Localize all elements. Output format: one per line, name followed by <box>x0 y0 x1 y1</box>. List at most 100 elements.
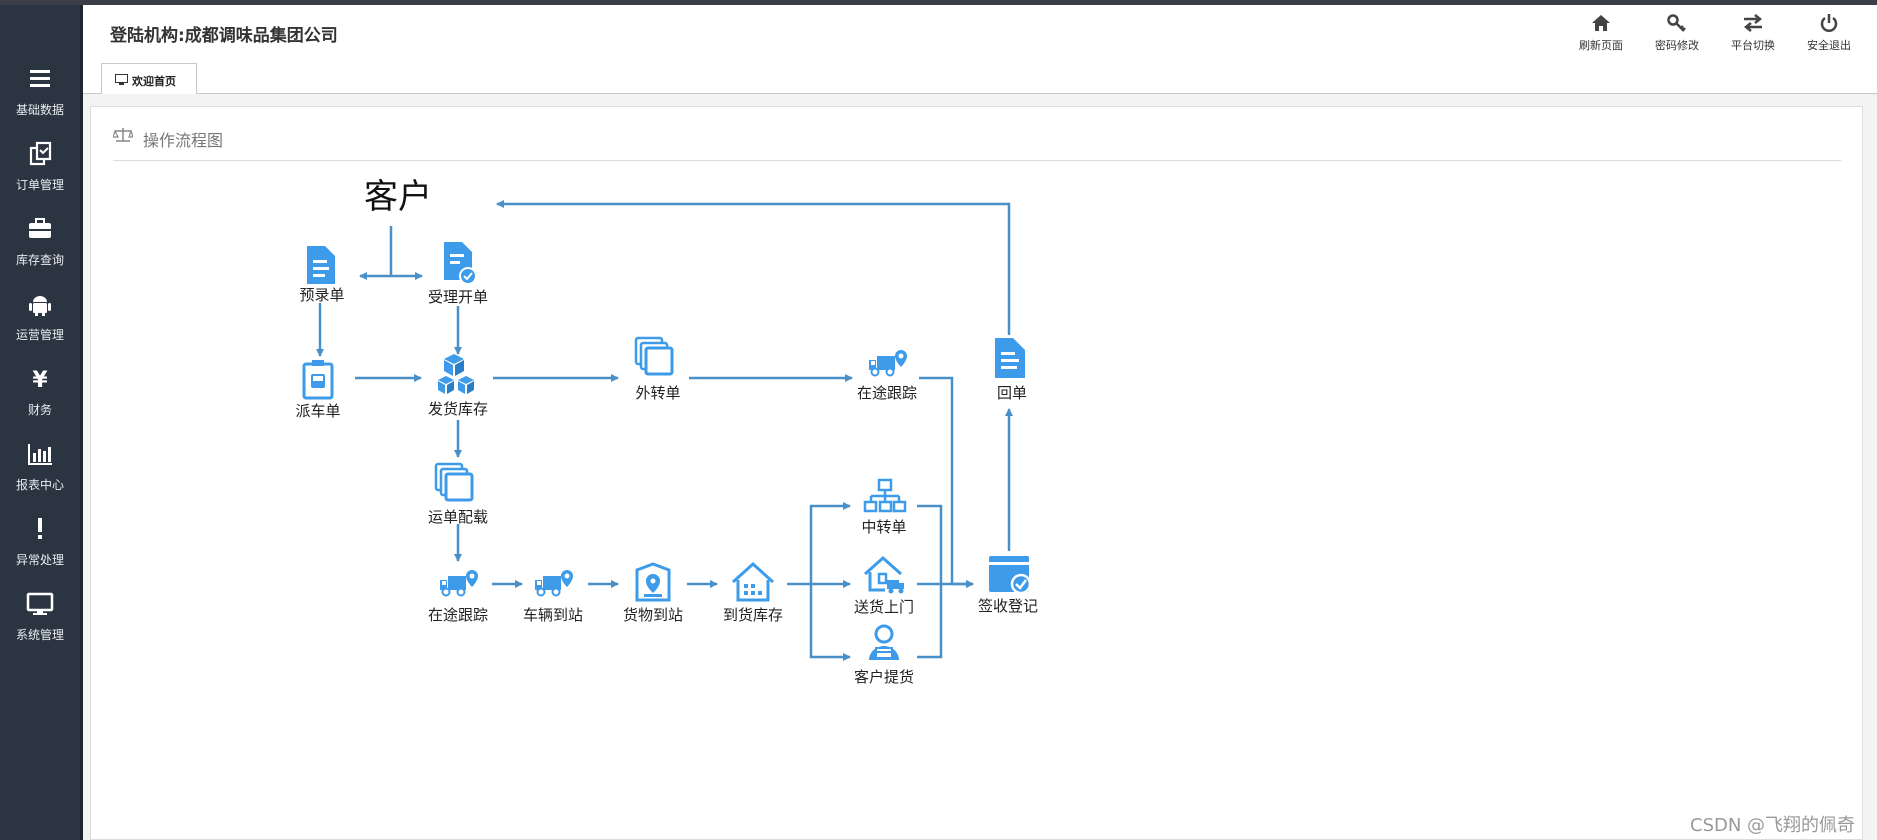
accept-label: 受理开单 <box>428 288 488 306</box>
sidebar-item-label: 运营管理 <box>15 328 64 342</box>
yen-icon: ¥ <box>32 368 48 393</box>
goods-arrive-node: 货物到站 <box>623 562 683 624</box>
switch-platform-button[interactable]: 平台切换 <box>1721 13 1785 53</box>
form-check-icon <box>989 556 1032 595</box>
tracking-bottom-node: 在途跟踪 <box>428 570 488 624</box>
hub-transfer-node: 中转单 <box>861 478 907 536</box>
flow-panel: 操作流程图 <box>90 106 1863 840</box>
top-strip <box>0 0 1877 5</box>
sidebar-item-label: 系统管理 <box>15 628 64 642</box>
sidebar-item-base-data[interactable]: 基础数据 <box>0 57 80 127</box>
pickup-label: 客户提货 <box>854 668 914 686</box>
password-label: 密码修改 <box>1655 39 1699 52</box>
sidebar-item-finance[interactable]: ¥ 财务 <box>0 357 80 427</box>
customer-label: 客户 <box>364 177 432 217</box>
receipt-document-icon <box>995 338 1025 378</box>
balance-scale-icon <box>113 128 133 142</box>
panel-title: 操作流程图 <box>143 131 224 150</box>
sidebar-item-label: 库存查询 <box>15 253 64 267</box>
exclamation-icon <box>38 518 42 539</box>
arrow-to-hub <box>809 502 851 584</box>
tab-welcome[interactable]: 欢迎首页 <box>101 63 197 95</box>
delivery-node: 送货上门 <box>854 555 914 616</box>
transfer-out-label: 外转单 <box>635 384 680 402</box>
receipt-label: 回单 <box>997 384 1027 402</box>
sidebar-item-inventory[interactable]: 库存查询 <box>0 207 80 277</box>
accept-node: 受理开单 <box>428 242 488 306</box>
order-icon <box>29 141 52 166</box>
key-icon <box>1667 14 1686 32</box>
switch-label: 平台切换 <box>1731 39 1775 52</box>
boxes-icon <box>438 354 474 394</box>
sidebar-item-label: 异常处理 <box>15 553 64 567</box>
tracking-top-node: 在途跟踪 <box>857 350 917 402</box>
vehicle-arrive-node: 车辆到站 <box>523 570 583 624</box>
arrive-stock-node: 到货库存 <box>723 561 783 624</box>
vehicle-arrive-label: 车辆到站 <box>523 606 583 624</box>
flow-arrows <box>316 200 1013 661</box>
sign-node: 签收登记 <box>978 556 1038 615</box>
sign-label: 签收登记 <box>978 597 1038 615</box>
exchange-icon <box>1743 14 1763 32</box>
dispatch-node: 派车单 <box>295 360 341 420</box>
arrow-hub-to-sign <box>917 504 943 584</box>
goods-arrive-label: 货物到站 <box>623 606 683 624</box>
refresh-label: 刷新页面 <box>1579 39 1623 52</box>
dispatch-label: 派车单 <box>295 402 340 420</box>
panel-divider <box>113 160 1841 161</box>
logout-button[interactable]: 安全退出 <box>1797 13 1861 53</box>
arrive-stock-label: 到货库存 <box>723 606 783 624</box>
sidebar-item-orders[interactable]: 订单管理 <box>0 132 80 202</box>
briefcase-icon <box>29 218 51 238</box>
tab-label: 欢迎首页 <box>132 75 176 88</box>
warehouse-icon <box>731 561 775 602</box>
org-title: 登陆机构:成都调味品集团公司 <box>110 26 338 46</box>
loading-node: 运单配载 <box>428 462 488 526</box>
arrow-tracking-to-sign <box>919 376 974 588</box>
sidebar-item-label: 财务 <box>27 403 52 417</box>
menu-icon <box>30 70 50 87</box>
tracking-top-label: 在途跟踪 <box>857 384 917 402</box>
arrow-pickup-to-sign <box>917 584 943 659</box>
clipboard-bus-icon <box>302 360 334 400</box>
box-location-icon <box>635 562 671 602</box>
sidebar: 基础数据 订单管理 库存查询 运营管理 ¥ 财务 报表中心 异常处理 系统管理 <box>0 5 80 840</box>
home-delivery-icon <box>864 555 904 594</box>
power-icon <box>1820 14 1838 32</box>
copies-icon <box>634 336 674 376</box>
sidebar-item-reports[interactable]: 报表中心 <box>0 432 80 502</box>
receipt-node: 回单 <box>995 338 1027 402</box>
loading-label: 运单配载 <box>428 508 488 526</box>
transfer-out-node: 外转单 <box>634 336 681 402</box>
tab-bar: 欢迎首页 <box>83 62 1877 95</box>
hub-transfer-label: 中转单 <box>861 518 906 536</box>
tracking-bottom-label: 在途跟踪 <box>428 606 488 624</box>
password-button[interactable]: 密码修改 <box>1645 13 1709 53</box>
desktop-icon <box>115 74 128 85</box>
header: 登陆机构:成都调味品集团公司 刷新页面 密码修改 平台切换 安全退出 <box>83 5 1877 95</box>
document-check-icon <box>444 242 477 285</box>
sidebar-item-exceptions[interactable]: 异常处理 <box>0 507 80 577</box>
delivery-label: 送货上门 <box>854 598 914 616</box>
prerecord-node: 预录单 <box>299 246 345 304</box>
pickup-node: 客户提货 <box>854 624 914 686</box>
hierarchy-icon <box>863 478 907 513</box>
android-icon <box>29 296 51 316</box>
watermark: CSDN @飞翔的佩奇 <box>1690 815 1856 836</box>
refresh-button[interactable]: 刷新页面 <box>1569 13 1633 53</box>
arrow-receipt-to-customer <box>496 200 1011 335</box>
sidebar-item-operations[interactable]: 运营管理 <box>0 282 80 352</box>
sidebar-item-label: 报表中心 <box>15 478 64 492</box>
truck-location-icon <box>440 570 478 597</box>
ship-stock-label: 发货库存 <box>428 400 488 418</box>
truck-location-icon <box>869 350 907 377</box>
sidebar-item-system[interactable]: 系统管理 <box>0 582 80 652</box>
bar-chart-icon <box>28 444 52 465</box>
truck-location-icon <box>535 570 573 597</box>
person-package-icon <box>869 624 899 660</box>
copies-icon <box>434 462 474 502</box>
flow-diagram: 客户 预录单 受理开单 派车单 <box>295 177 1038 686</box>
sidebar-item-label: 订单管理 <box>15 178 64 192</box>
monitor-icon <box>26 592 54 615</box>
sidebar-item-label: 基础数据 <box>15 103 64 117</box>
